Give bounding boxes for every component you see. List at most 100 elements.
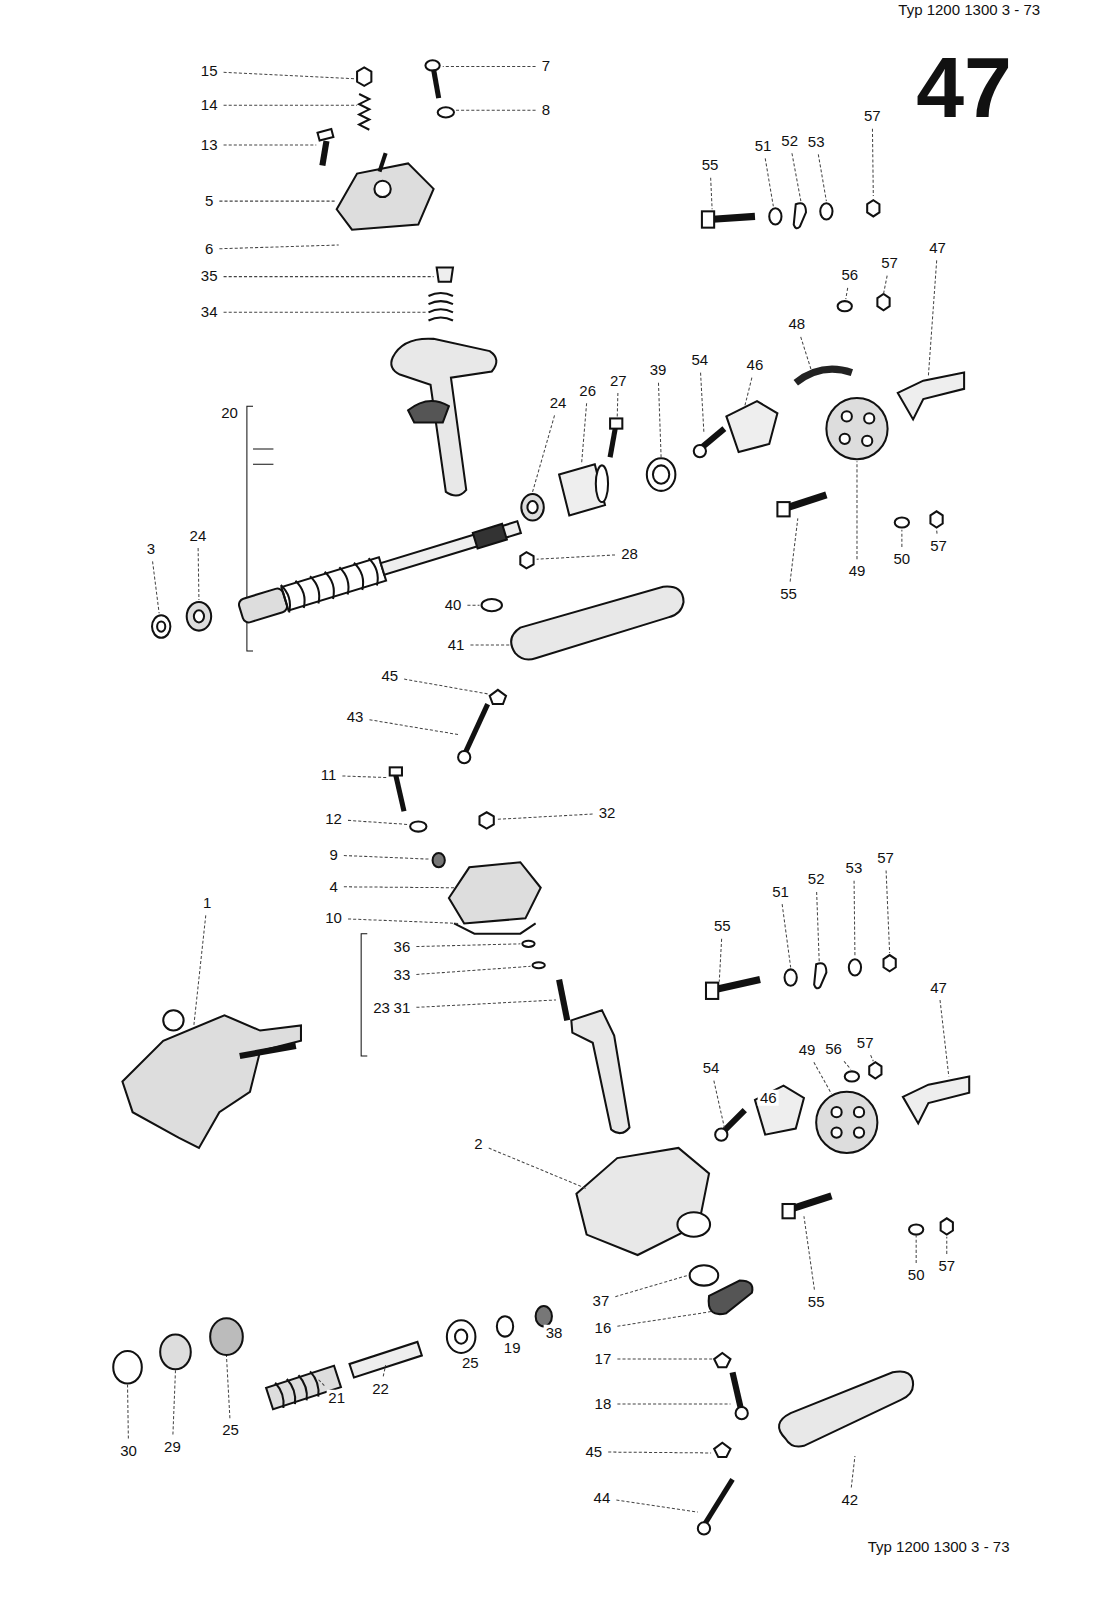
- leader-line: [617, 1403, 730, 1404]
- model-note: Typ 1200 1300 3 - 73: [866, 1538, 1012, 1555]
- leader-line: [946, 1237, 947, 1254]
- leader-line: [369, 720, 459, 735]
- leader-line: [198, 548, 200, 600]
- callout-number: 46: [758, 1090, 779, 1107]
- leader-line: [851, 1456, 855, 1488]
- leader-line: [416, 944, 520, 947]
- callout-number: 12: [323, 811, 344, 828]
- callout-number: 55: [712, 918, 733, 935]
- leader-line: [916, 1236, 917, 1263]
- callout-number: 57: [862, 108, 883, 125]
- leader-line: [617, 393, 619, 416]
- callout-number: 28: [619, 546, 640, 563]
- callout-number: 57: [855, 1034, 876, 1051]
- callout-number: 8: [540, 102, 552, 119]
- callout-number: 30: [118, 1443, 139, 1460]
- leader-line: [416, 966, 530, 974]
- leader-line: [344, 856, 431, 860]
- callout-number: 45: [379, 668, 400, 685]
- leader-line: [854, 881, 856, 957]
- leader-line: [745, 378, 752, 406]
- callout-number: 55: [700, 157, 721, 174]
- callout-number: 40: [443, 597, 464, 614]
- leader-line: [224, 312, 427, 313]
- leader-line: [342, 776, 387, 778]
- callout-number: 50: [892, 551, 913, 568]
- leader-line: [790, 518, 798, 581]
- model-note: Typ 1200 1300 3 - 73: [896, 2, 1042, 19]
- callout-number: 39: [648, 362, 669, 379]
- callout-number: 56: [840, 267, 861, 284]
- callout-number: 47: [928, 979, 949, 996]
- callout-number: 54: [690, 352, 711, 369]
- leader-line: [383, 1365, 385, 1376]
- callout-number: 27: [608, 372, 629, 389]
- callout-number: 31: [392, 1000, 413, 1017]
- leader-line: [617, 1311, 714, 1326]
- callout-number: 17: [593, 1351, 614, 1368]
- callout-number: 4: [327, 878, 339, 895]
- callout-number: 48: [786, 316, 807, 333]
- leader-line: [537, 555, 615, 559]
- callout-number: 18: [593, 1396, 614, 1413]
- callout-number: 47: [927, 240, 948, 257]
- leader-line: [940, 1000, 949, 1076]
- leader-line: [871, 1055, 874, 1061]
- callout-number: 57: [936, 1258, 957, 1275]
- leader-line: [804, 1216, 814, 1289]
- callout-number: 7: [540, 58, 552, 75]
- leader-line: [226, 1356, 229, 1418]
- leader-line: [470, 644, 510, 645]
- leader-line: [928, 260, 936, 375]
- leader-line: [617, 1359, 712, 1360]
- callout-number: 50: [906, 1267, 927, 1284]
- callout-number: 16: [593, 1320, 614, 1337]
- leader-line: [792, 153, 801, 201]
- callout-number: 25: [460, 1355, 481, 1372]
- leader-line: [348, 919, 459, 924]
- callout-number: 55: [806, 1294, 827, 1311]
- callout-number: 42: [840, 1491, 861, 1508]
- callout-number: 3: [145, 541, 157, 558]
- callout-number: 19: [502, 1339, 523, 1356]
- leader-line: [219, 245, 338, 249]
- callout-number: 55: [778, 586, 799, 603]
- callout-number: 35: [199, 268, 220, 285]
- callout-number: 51: [770, 883, 791, 900]
- callout-number: 26: [577, 382, 598, 399]
- callout-number: 49: [847, 563, 868, 580]
- leader-line: [224, 145, 317, 146]
- callout-number: 5: [203, 193, 215, 210]
- callout-number: 36: [392, 939, 413, 956]
- leader-line: [936, 530, 938, 534]
- leader-line: [153, 561, 160, 613]
- leader-line: [658, 383, 661, 457]
- leader-line: [467, 605, 479, 606]
- leader-line: [608, 1452, 711, 1454]
- callout-number: 51: [753, 138, 774, 155]
- callout-number: 2: [472, 1135, 484, 1152]
- leader-line: [533, 415, 555, 491]
- callout-number: 33: [392, 967, 413, 984]
- callout-number: 54: [701, 1060, 722, 1077]
- leader-line: [173, 1370, 176, 1434]
- callout-number: 57: [928, 538, 949, 555]
- leader-line: [818, 154, 826, 201]
- callout-number: 15: [199, 63, 220, 80]
- leader-line: [443, 66, 536, 67]
- callout-number: 20: [219, 405, 240, 422]
- leader-line: [901, 530, 902, 547]
- callout-number: 21: [326, 1389, 347, 1406]
- leader-line: [615, 1275, 687, 1296]
- callout-number: 53: [806, 134, 827, 151]
- leader-line: [719, 939, 721, 982]
- callout-number: 29: [162, 1438, 183, 1455]
- callout-number: 52: [806, 871, 827, 888]
- callout-number: 57: [879, 255, 900, 272]
- leader-line: [224, 72, 355, 78]
- leader-line: [817, 892, 820, 962]
- callout-number: 44: [592, 1489, 613, 1506]
- callout-number: 57: [875, 850, 896, 867]
- leader-line: [224, 105, 358, 106]
- callout-number: 38: [544, 1325, 565, 1342]
